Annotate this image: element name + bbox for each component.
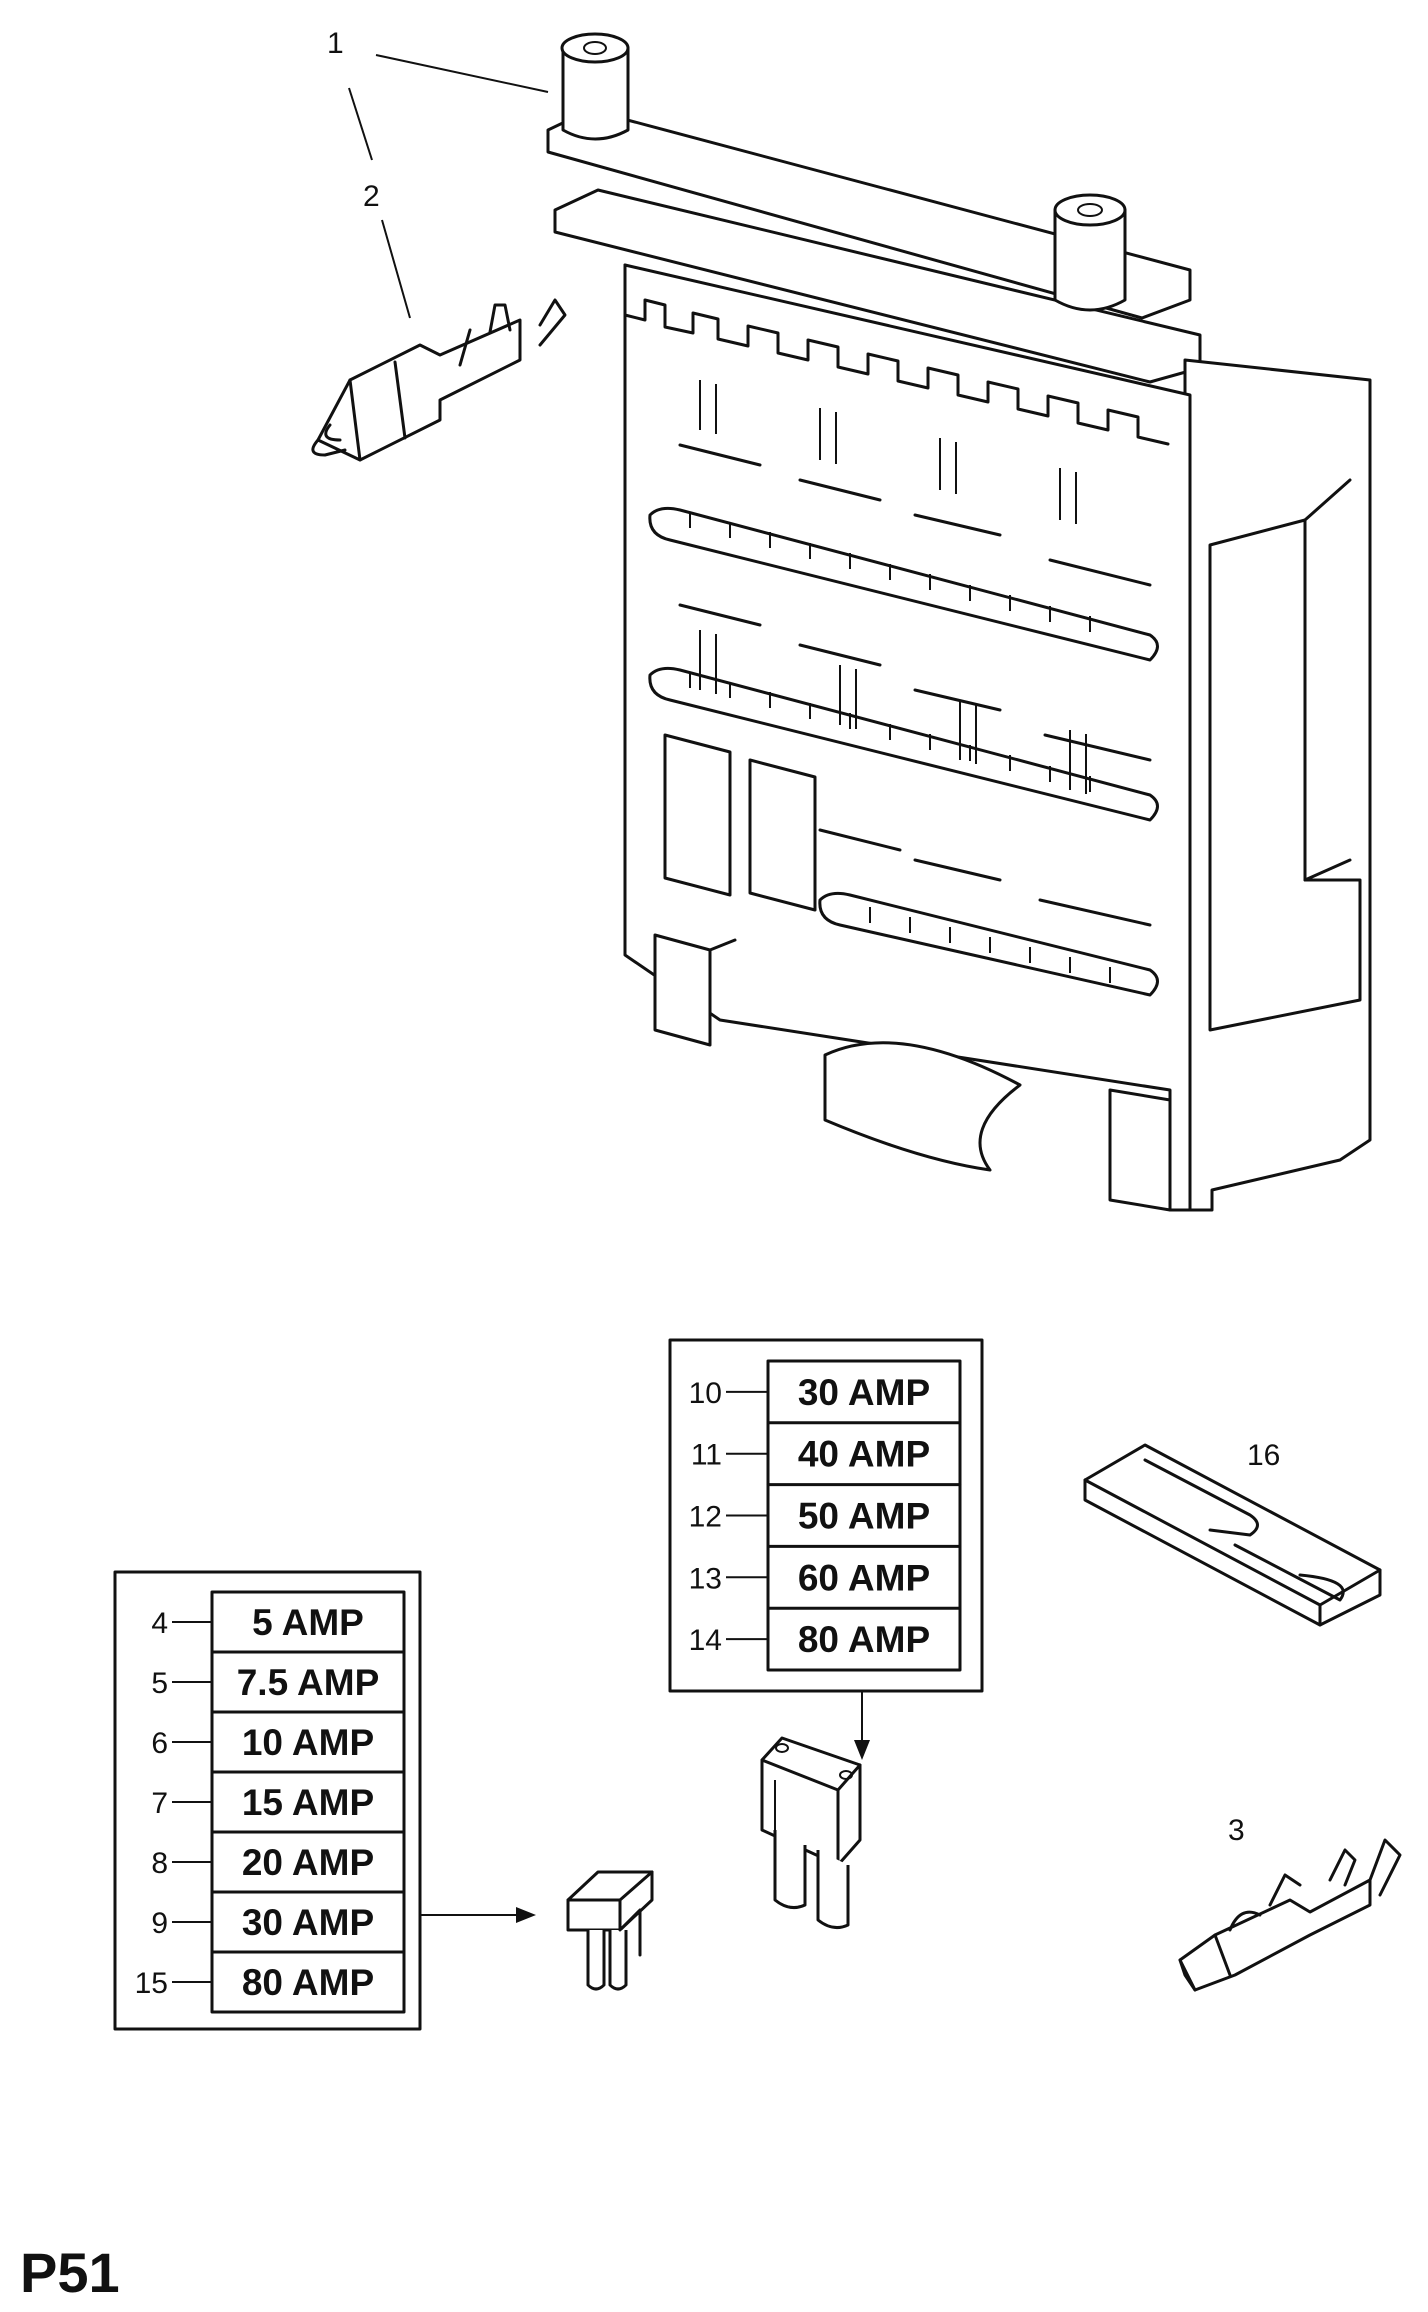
callout-number: 6 [151,1727,168,1760]
mini-fuse-table-frame [113,1570,422,2031]
fuse-rating-cell: 50 AMP [798,1496,930,1537]
page-id: P51 [20,2241,120,2304]
callout-number: 15 [135,1967,168,2000]
callout-number: 9 [151,1907,168,1940]
callout-2-leader [381,219,411,319]
fuse-rating-cell: 5 AMP [252,1602,364,1643]
maxi-fuse-table: 10 30 AMP 11 40 AMP 12 50 AMP 13 60 AMP 14 80 AMP [668,1338,984,1693]
callout-number: 7 [151,1787,168,1820]
maxi-arrow-head [854,1740,870,1760]
callout-number: 12 [689,1501,722,1534]
fuse-link-drawing [1083,1443,1382,1627]
callout-number: 8 [151,1847,168,1880]
terminal-large-drawing [311,298,567,462]
callout-1-leader [375,54,549,93]
terminal-small-drawing [1178,1838,1402,1992]
callout-number: 10 [689,1377,722,1410]
mini-fuse-drawing [566,1870,654,1991]
callout-number: 11 [691,1439,722,1472]
fuse-rating-cell: 30 AMP [798,1372,930,1413]
fuse-rating-cell: 40 AMP [798,1434,930,1475]
callout-2-leader-top [348,87,373,161]
fuse-rating-cell: 80 AMP [242,1962,374,2003]
fuse-box-drawing [546,32,1372,1212]
maxi-fuse-drawing [760,1736,862,1930]
mini-fuse-rows: 4 5 AMP 5 7.5 AMP 6 10 AMP 7 15 AMP 8 20 AMP 9 30 A… [135,1602,406,2003]
fuse-rating-cell: 20 AMP [242,1842,374,1883]
fuse-rating-cell: 60 AMP [798,1557,930,1598]
callout-number: 13 [689,1562,722,1595]
maxi-fuse-table-frame [668,1338,984,1693]
fuse-rating-cell: 30 AMP [242,1902,374,1943]
callout-3: 3 [1228,1814,1245,1847]
callout-number: 14 [689,1624,722,1657]
fuse-rating-cell: 15 AMP [242,1782,374,1823]
maxi-fuse-rows: 10 30 AMP 11 40 AMP 12 50 AMP 13 60 AMP 14 80 AMP [689,1372,962,1660]
mini-arrow-head [516,1907,536,1923]
callout-number: 4 [151,1607,168,1640]
fuse-rating-cell: 10 AMP [242,1722,374,1763]
callout-2: 2 [363,180,380,213]
fuse-rating-cell: 7.5 AMP [237,1662,380,1703]
fuse-rating-cell: 80 AMP [798,1619,930,1660]
callout-1: 1 [327,27,344,60]
callout-number: 5 [151,1667,168,1700]
mini-fuse-table: 4 5 AMP 5 7.5 AMP 6 10 AMP 7 15 AMP 8 20 AMP 9 30 A… [113,1570,422,2031]
callout-16: 16 [1247,1439,1280,1472]
